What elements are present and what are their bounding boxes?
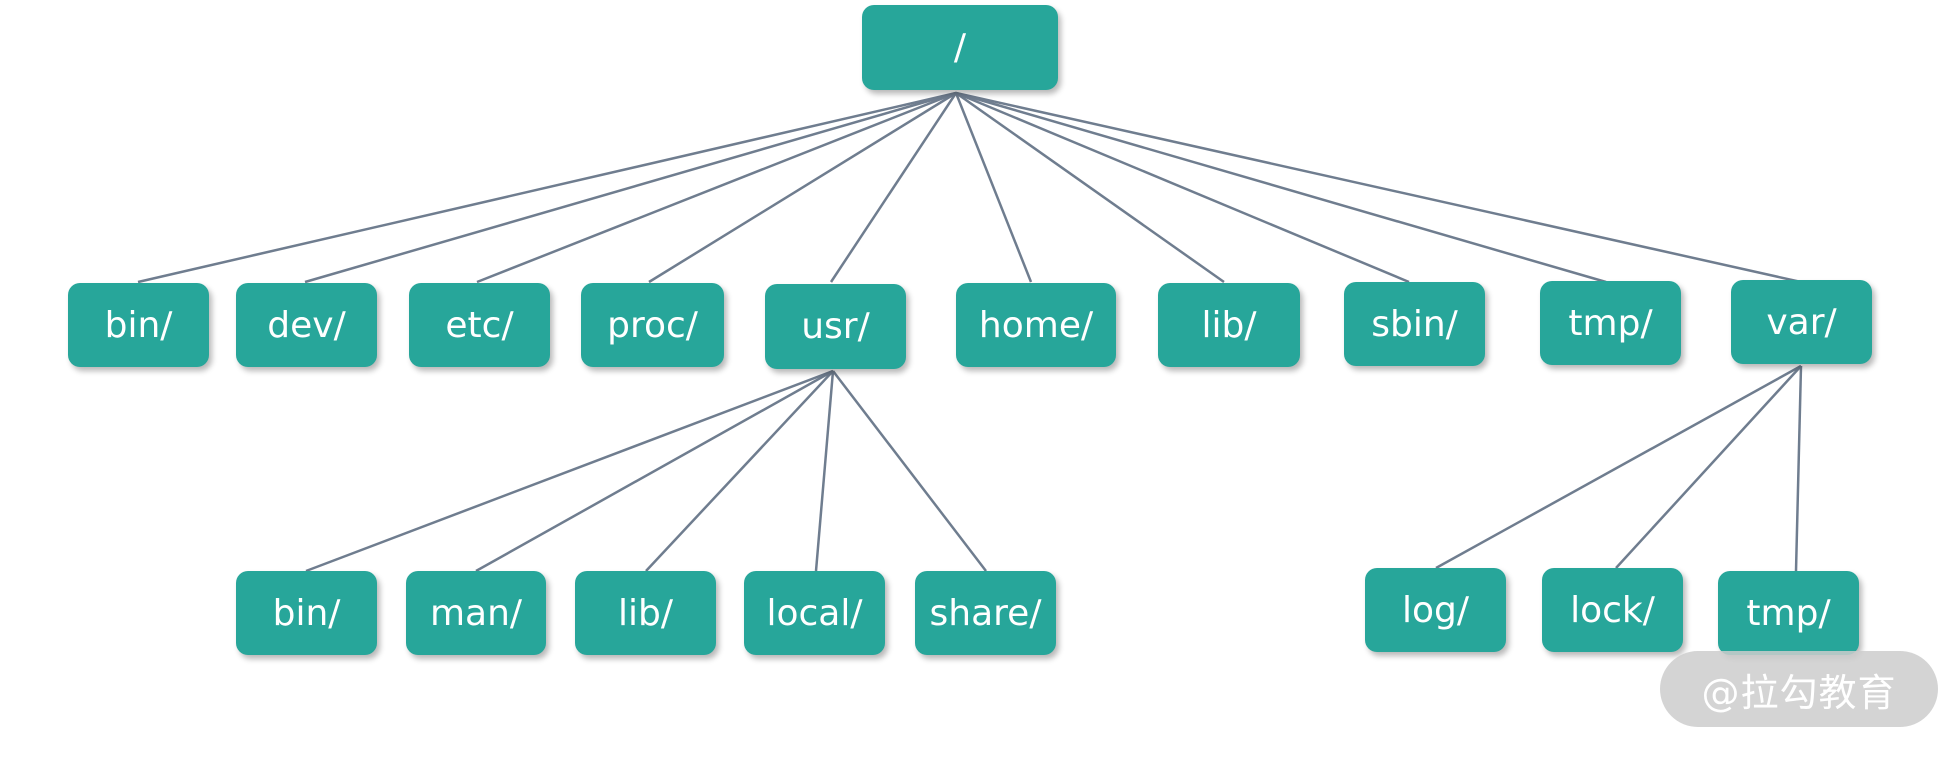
edge-usr-local — [814, 370, 835, 572]
edge-var-lock — [1615, 365, 1802, 569]
node-usr-lib: lib/ — [575, 571, 716, 655]
edge-usr-share — [832, 370, 987, 572]
edge-root-usr — [829, 92, 958, 283]
node-home: home/ — [956, 283, 1116, 367]
edge-root-etc — [476, 91, 957, 284]
node-usr-man: man/ — [406, 571, 546, 655]
edge-usr-bin — [305, 369, 834, 573]
node-var-log: log/ — [1365, 568, 1506, 652]
node-usr-share: share/ — [915, 571, 1056, 655]
node-usr: usr/ — [765, 284, 906, 369]
node-var: var/ — [1731, 280, 1872, 364]
edge-root-tmp — [955, 91, 1607, 284]
node-sbin: sbin/ — [1344, 282, 1485, 366]
node-usr-bin: bin/ — [236, 571, 377, 655]
edge-root-var — [955, 91, 1802, 284]
edge-root-sbin — [955, 91, 1410, 284]
node-etc: etc/ — [409, 283, 550, 367]
edge-usr-lib — [645, 370, 834, 572]
node-proc: proc/ — [581, 283, 724, 367]
node-tmp: tmp/ — [1540, 281, 1681, 365]
edge-usr-man — [475, 369, 834, 573]
watermark-badge: @拉勾教育 — [1660, 651, 1938, 727]
node-var-tmp: tmp/ — [1718, 571, 1859, 655]
node-usr-local: local/ — [744, 571, 885, 655]
node-root: / — [862, 5, 1058, 90]
edge-root-lib — [955, 91, 1225, 284]
edge-root-home — [954, 92, 1033, 283]
node-var-lock: lock/ — [1542, 568, 1683, 652]
edge-var-log — [1435, 364, 1802, 570]
node-dev: dev/ — [236, 283, 377, 367]
edge-root-proc — [648, 91, 957, 284]
edge-var-tmp — [1794, 365, 1803, 572]
node-bin: bin/ — [68, 283, 209, 367]
edge-root-dev — [304, 91, 957, 284]
node-lib: lib/ — [1158, 283, 1300, 367]
edge-root-bin — [137, 91, 957, 284]
